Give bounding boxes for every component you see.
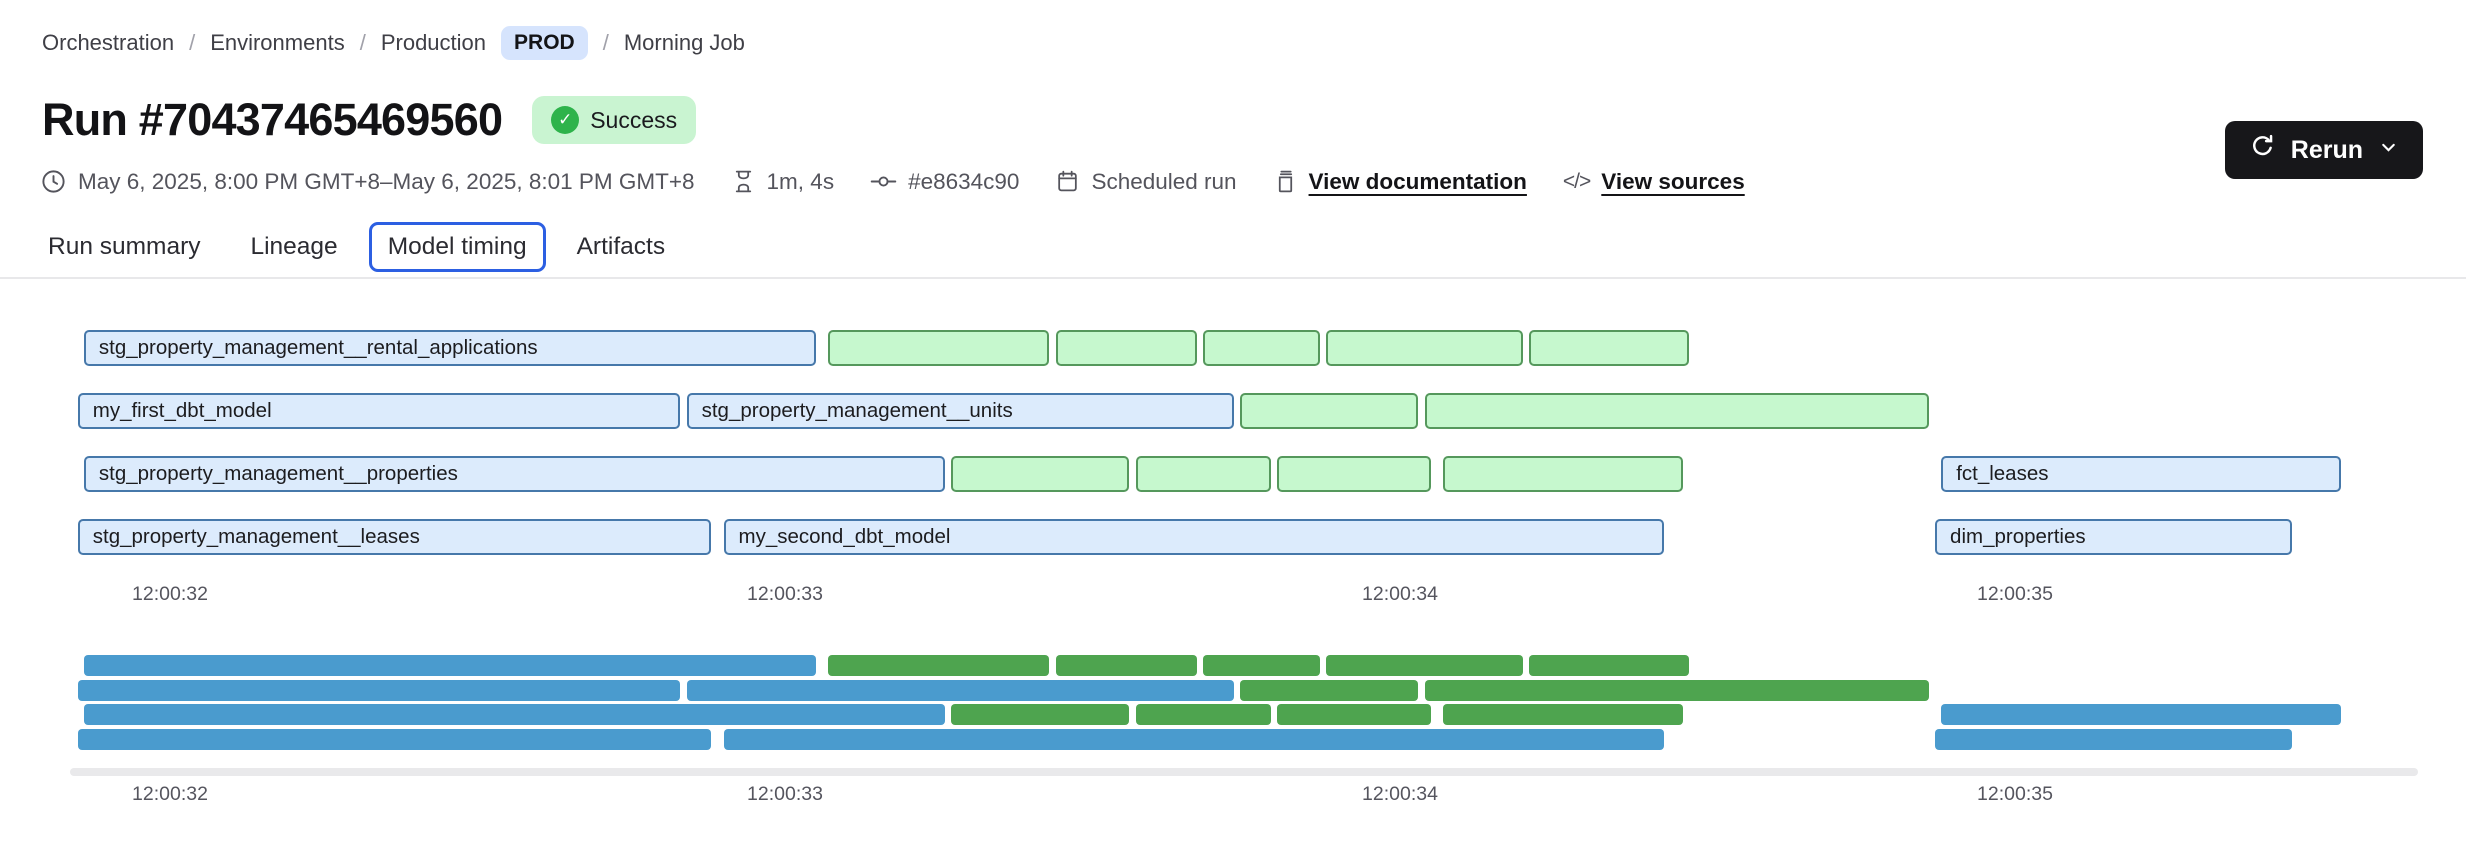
gantt-bar[interactable]: fct_leases xyxy=(1941,456,2341,492)
code-icon: </> xyxy=(1562,169,1591,193)
rerun-button[interactable]: Rerun xyxy=(2224,121,2423,179)
minimap-bar xyxy=(1277,704,1431,725)
view-documentation-link[interactable]: View documentation xyxy=(1308,168,1527,194)
gantt-bar[interactable]: dim_properties xyxy=(1935,519,2292,555)
minimap-axis-tick: 12:00:35 xyxy=(1977,783,2053,805)
clock-icon xyxy=(40,168,67,195)
minimap-bar xyxy=(83,655,816,676)
gantt-bar[interactable] xyxy=(1203,330,1321,366)
gantt-bar[interactable]: stg_property_management__leases xyxy=(77,519,712,555)
gantt-bar[interactable] xyxy=(1424,393,1929,429)
minimap-bar xyxy=(1203,655,1321,676)
minimap-bar xyxy=(1935,729,2292,750)
tab-model-timing[interactable]: Model timing xyxy=(368,222,546,272)
minimap-bar xyxy=(951,704,1130,725)
gantt-bar[interactable] xyxy=(1326,330,1523,366)
minimap-bar xyxy=(1135,704,1271,725)
gantt-bar[interactable] xyxy=(1443,456,1683,492)
breadcrumb-production[interactable]: Production xyxy=(380,30,487,55)
gantt-bar[interactable] xyxy=(951,456,1130,492)
gantt-axis-tick: 12:00:34 xyxy=(1362,583,1438,605)
model-timing-chart: stg_property_management__rental_applicat… xyxy=(0,278,2466,842)
gantt-bar[interactable] xyxy=(1529,330,1690,366)
gantt-axis-tick: 12:00:33 xyxy=(747,583,823,605)
tab-lineage[interactable]: Lineage xyxy=(250,233,338,260)
minimap-bar xyxy=(1055,655,1198,676)
minimap-bar xyxy=(1326,655,1523,676)
breadcrumb-separator: / xyxy=(359,30,366,55)
minimap-bar xyxy=(723,729,1665,750)
minimap-bar xyxy=(77,680,681,701)
commit-hash-label: #e8634c90 xyxy=(908,168,1020,194)
minimap-bar xyxy=(828,655,1050,676)
gantt-bar[interactable]: my_second_dbt_model xyxy=(723,519,1665,555)
breadcrumb-separator: / xyxy=(602,30,609,55)
minimap-bar xyxy=(83,704,945,725)
view-sources[interactable]: </> View sources xyxy=(1563,169,1745,195)
gantt-bar[interactable]: stg_property_management__units xyxy=(686,393,1234,429)
minimap-axis-tick: 12:00:32 xyxy=(132,783,208,805)
minimap-bar xyxy=(1443,704,1683,725)
gantt-axis-tick: 12:00:35 xyxy=(1977,583,2053,605)
breadcrumb: Orchestration / Environments / Productio… xyxy=(42,26,745,60)
title-row: Run #70437465469560 ✓ Success xyxy=(42,94,697,146)
run-time-range: May 6, 2025, 8:00 PM GMT+8–May 6, 2025, … xyxy=(40,168,695,195)
status-badge-label: Success xyxy=(590,106,678,133)
run-trigger-label: Scheduled run xyxy=(1091,168,1237,194)
run-time-range-label: May 6, 2025, 8:00 PM GMT+8–May 6, 2025, … xyxy=(78,168,695,194)
gantt-bar[interactable]: my_first_dbt_model xyxy=(77,393,681,429)
breadcrumb-environments[interactable]: Environments xyxy=(210,30,345,55)
page-title: Run #70437465469560 xyxy=(42,94,503,145)
gantt-bar[interactable] xyxy=(1277,456,1431,492)
chevron-down-icon xyxy=(2378,136,2399,165)
minimap-bar xyxy=(1941,704,2341,725)
refresh-icon xyxy=(2249,133,2276,167)
calendar-icon xyxy=(1055,169,1080,194)
prod-environment-badge: PROD xyxy=(501,26,588,60)
gantt-bar[interactable]: stg_property_management__rental_applicat… xyxy=(83,330,816,366)
tab-artifacts[interactable]: Artifacts xyxy=(576,233,666,260)
minimap-bar xyxy=(1424,680,1929,701)
rerun-button-label: Rerun xyxy=(2290,135,2363,164)
meta-row: May 6, 2025, 8:00 PM GMT+8–May 6, 2025, … xyxy=(40,168,1745,195)
breadcrumb-separator: / xyxy=(189,30,196,55)
success-check-icon: ✓ xyxy=(551,106,580,134)
tab-run-summary[interactable]: Run summary xyxy=(48,233,201,260)
gantt-bar[interactable] xyxy=(1240,393,1419,429)
view-documentation[interactable]: View documentation xyxy=(1273,169,1527,195)
run-trigger: Scheduled run xyxy=(1055,168,1237,195)
minimap-bar xyxy=(1529,655,1690,676)
run-duration: 1m, 4s xyxy=(731,168,835,195)
git-commit-icon xyxy=(870,168,897,195)
gantt-axis-tick: 12:00:32 xyxy=(132,583,208,605)
tab-bar: Run summary Lineage Model timing Artifac… xyxy=(29,222,684,272)
minimap-bar xyxy=(1240,680,1419,701)
minimap-axis-tick: 12:00:34 xyxy=(1362,783,1438,805)
hourglass-icon xyxy=(731,169,756,194)
commit-hash: #e8634c90 xyxy=(870,168,1019,195)
minimap-scrollbar-track[interactable] xyxy=(70,768,2418,776)
view-sources-link[interactable]: View sources xyxy=(1601,168,1745,194)
gantt-bar[interactable]: stg_property_management__properties xyxy=(83,456,945,492)
breadcrumb-morning-job[interactable]: Morning Job xyxy=(623,30,745,55)
tabs-divider xyxy=(0,277,2466,279)
breadcrumb-orchestration[interactable]: Orchestration xyxy=(42,30,175,55)
gantt-bar[interactable] xyxy=(828,330,1050,366)
minimap-axis-tick: 12:00:33 xyxy=(747,783,823,805)
minimap-bar xyxy=(686,680,1234,701)
status-badge: ✓ Success xyxy=(532,96,697,144)
minimap-bar xyxy=(77,729,712,750)
documentation-icon xyxy=(1273,169,1298,194)
gantt-bar[interactable] xyxy=(1135,456,1271,492)
run-duration-label: 1m, 4s xyxy=(766,168,835,194)
gantt-bar[interactable] xyxy=(1055,330,1198,366)
